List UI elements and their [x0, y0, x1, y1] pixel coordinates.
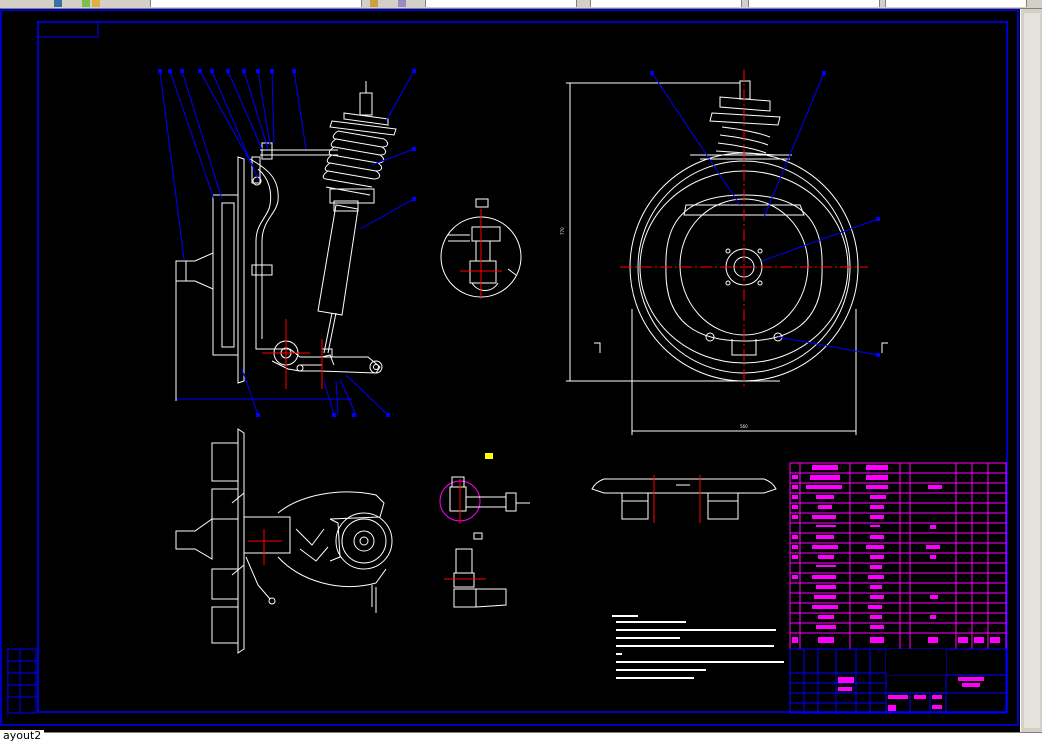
table-style-icon[interactable]	[398, 0, 406, 7]
inner-frame	[37, 21, 1008, 713]
brake-plate-section	[591, 475, 777, 523]
dimension-width: 560	[740, 424, 748, 429]
coil-spring	[322, 130, 389, 212]
left-margin-blocks	[7, 648, 37, 714]
layout-tab[interactable]: ayout2	[0, 730, 45, 741]
title-block	[789, 648, 1007, 714]
section-detail-1	[440, 198, 522, 299]
yellow-marker	[485, 453, 493, 459]
scrollbar-trough[interactable]	[1024, 13, 1040, 728]
drawing-canvas[interactable]: 770 560	[0, 9, 1020, 732]
toolbar-dropdown-3[interactable]	[590, 0, 742, 7]
technical-requirements	[612, 615, 784, 679]
drum-brake-front-view	[566, 69, 888, 435]
balloon-leaders	[159, 70, 415, 416]
drawing-svg: 770 560	[0, 9, 1019, 726]
style-icon[interactable]	[82, 0, 90, 7]
toolbar-dropdown-2[interactable]	[425, 0, 577, 7]
section-detail-3	[444, 532, 507, 608]
parts-table-text	[792, 465, 1000, 643]
toolbar-dropdown-5[interactable]	[885, 0, 1027, 7]
layer-icon[interactable]	[54, 0, 62, 7]
drum-leaders	[651, 72, 879, 356]
drum-balloon-dots	[650, 71, 880, 357]
toolbar-dropdown-4[interactable]	[748, 0, 880, 7]
outer-frame	[0, 9, 1019, 726]
text-style-icon[interactable]	[370, 0, 378, 7]
section-detail-2	[439, 476, 530, 524]
toolbar-dropdown-1[interactable]	[150, 0, 362, 7]
corner-tag	[37, 21, 99, 38]
layout-tab-bar	[0, 732, 1042, 742]
suspension-side-view	[175, 81, 397, 389]
balloon-dots	[158, 69, 416, 417]
title-block-fills	[838, 649, 984, 711]
dimension-icon[interactable]	[92, 0, 100, 7]
parts-table	[789, 462, 1007, 650]
vertical-scrollbar[interactable]	[1020, 9, 1042, 732]
dimension-height: 770	[560, 227, 565, 235]
suspension-top-view	[175, 428, 393, 654]
toolbar	[0, 0, 1042, 9]
